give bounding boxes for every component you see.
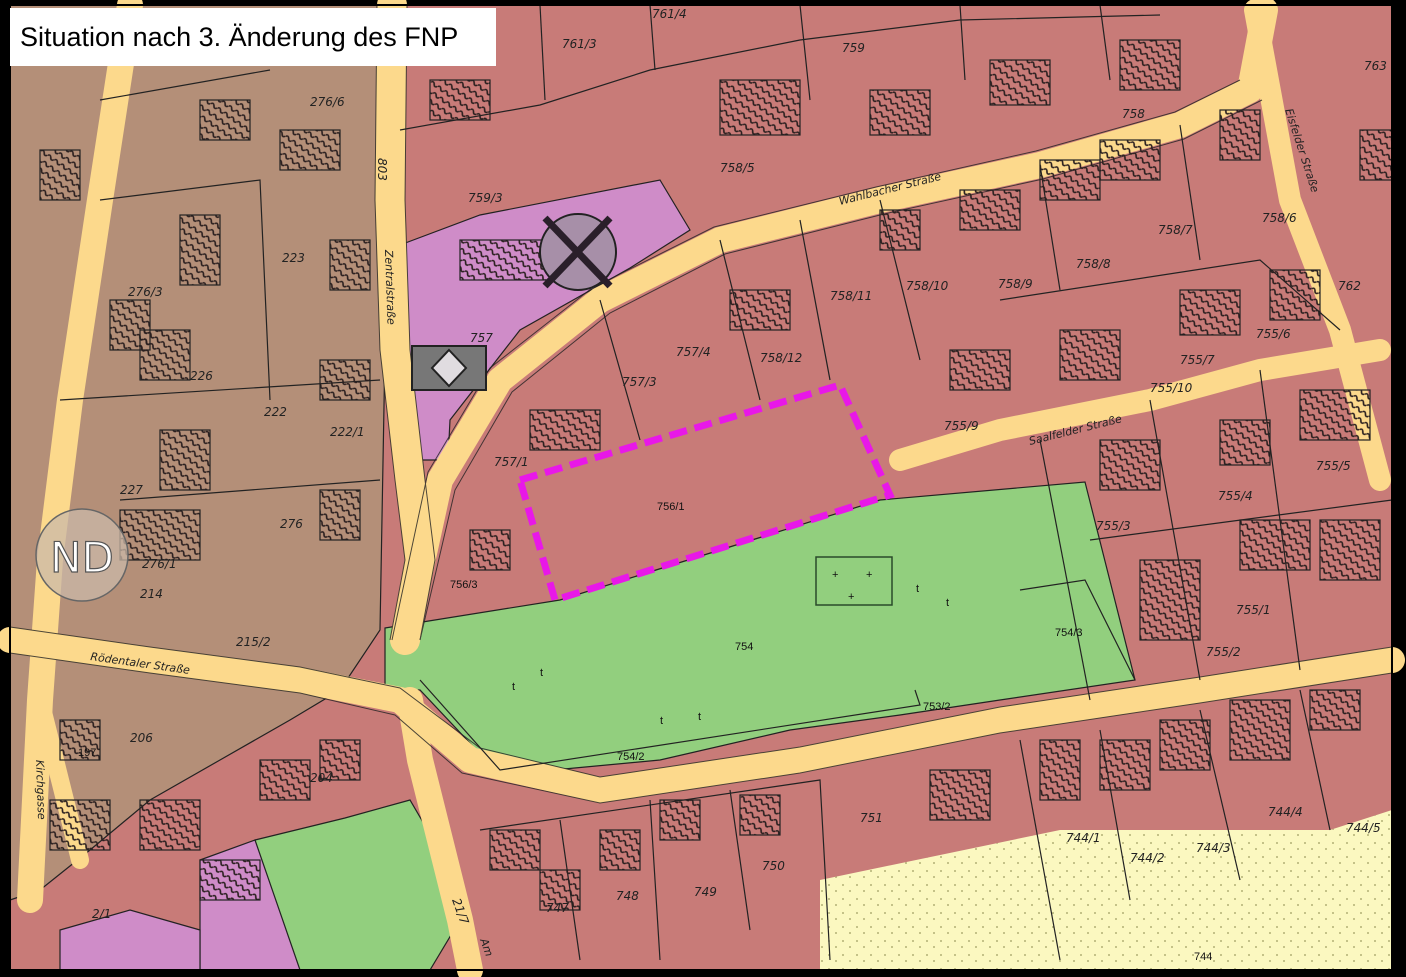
parcel-748: 748 <box>616 889 639 903</box>
parcel-276: 276 <box>280 517 303 531</box>
parcel-758-11: 758/11 <box>830 289 872 303</box>
label-zentralstrasse: Zentralstraße <box>382 249 398 326</box>
parcel-223: 223 <box>282 251 305 265</box>
parcel-226: 226 <box>190 369 213 383</box>
change-boundary-756-1[interactable] <box>515 380 895 605</box>
parcel-754-3: 754/3 <box>1055 627 1083 639</box>
parcel-755-6: 755/6 <box>1256 327 1291 341</box>
parcel-744-2: 744/2 <box>1130 851 1165 865</box>
parcel-758-9: 758/9 <box>998 277 1033 291</box>
parcel-276-1: 276/1 <box>142 557 177 571</box>
parcel-747: 747 <box>546 901 569 915</box>
green-area-754 <box>384 481 1136 776</box>
parcel-227: 227 <box>120 483 143 497</box>
parcel-803: 803 <box>375 158 389 181</box>
parcel-757: 757 <box>470 331 493 345</box>
svg-text:t: t <box>540 667 543 679</box>
parcel-763: 763 <box>1364 59 1387 73</box>
svg-text:+: + <box>832 569 838 581</box>
parcel-755-7: 755/7 <box>1180 353 1215 367</box>
parcel-744: 744 <box>1194 951 1212 963</box>
parcel-755-5: 755/5 <box>1316 459 1351 473</box>
parcel-744-5: 744/5 <box>1346 821 1381 835</box>
buildings <box>39 39 1393 911</box>
parcel-2-1: 2/1 <box>92 907 111 921</box>
parcel-756-1: 756/1 <box>657 501 685 513</box>
parcel-214: 214 <box>140 587 163 601</box>
svg-text:+: + <box>848 591 854 603</box>
parcel-276-6: 276/6 <box>310 95 345 109</box>
parcel-755-9: 755/9 <box>944 419 979 433</box>
parcel-755-10: 755/10 <box>1150 381 1193 395</box>
svg-text:+: + <box>866 569 872 581</box>
svg-text:t: t <box>698 711 701 723</box>
svg-text:t: t <box>916 583 919 595</box>
parcel-758-5: 758/5 <box>720 161 755 175</box>
parcel-labels: 756/1 756/3 754 754/2 754/3 753/2 757 75… <box>78 7 1387 963</box>
parcel-757-1: 757/1 <box>494 455 529 469</box>
church-cross-icon <box>539 213 617 291</box>
parcel-222-1: 222/1 <box>330 425 365 439</box>
parcel-759: 759 <box>842 41 865 55</box>
parcel-744-3: 744/3 <box>1196 841 1231 855</box>
parcel-204: 204 <box>310 771 333 785</box>
parcel-206: 206 <box>130 731 153 745</box>
parcel-744-1: 744/1 <box>1066 831 1101 845</box>
map-title: Situation nach 3. Änderung des FNP <box>10 8 496 66</box>
parcel-753-2: 753/2 <box>923 701 951 713</box>
natural-monument-marker: ND <box>35 508 129 602</box>
parcel-761-3: 761/3 <box>562 37 597 51</box>
public-service-icon <box>411 345 487 391</box>
public-area-sw <box>59 909 201 971</box>
svg-text:t: t <box>512 681 515 693</box>
label-kirchgasse: Kirchgasse <box>33 760 48 820</box>
cemetery-symbols: + + + t t t t t t <box>512 556 949 727</box>
parcel-754-2: 754/2 <box>617 751 645 763</box>
parcel-757-3: 757/3 <box>622 375 657 389</box>
parcel-751: 751 <box>860 811 883 825</box>
parcel-761-4: 761/4 <box>652 7 687 21</box>
parcel-755-1: 755/1 <box>1236 603 1271 617</box>
parcel-757-4: 757/4 <box>676 345 711 359</box>
svg-text:t: t <box>946 597 949 609</box>
parcel-750: 750 <box>762 859 785 873</box>
parcel-758-6: 758/6 <box>1262 211 1297 225</box>
parcel-759-3: 759/3 <box>468 191 503 205</box>
parcel-755-3: 755/3 <box>1096 519 1131 533</box>
parcel-744-4: 744/4 <box>1268 805 1303 819</box>
parcel-276-3: 276/3 <box>128 285 163 299</box>
parcel-756-3: 756/3 <box>450 579 478 591</box>
parcel-197: 197 <box>78 747 96 759</box>
parcel-755-2: 755/2 <box>1206 645 1241 659</box>
nd-label: ND <box>50 533 114 582</box>
parcel-758-7: 758/7 <box>1158 223 1193 237</box>
parcel-758-10: 758/10 <box>906 279 949 293</box>
label-am: Am <box>477 936 496 959</box>
parcel-754: 754 <box>735 641 753 653</box>
map-frame <box>9 4 1393 971</box>
parcel-758-12: 758/12 <box>760 351 802 365</box>
parcel-762: 762 <box>1338 279 1361 293</box>
parcel-758: 758 <box>1122 107 1145 121</box>
parcel-755-4: 755/4 <box>1218 489 1253 503</box>
svg-text:t: t <box>660 715 663 727</box>
parcel-222: 222 <box>264 405 287 419</box>
parcel-758-8: 758/8 <box>1076 257 1111 271</box>
parcel-215-2: 215/2 <box>236 635 271 649</box>
parcel-749: 749 <box>694 885 717 899</box>
